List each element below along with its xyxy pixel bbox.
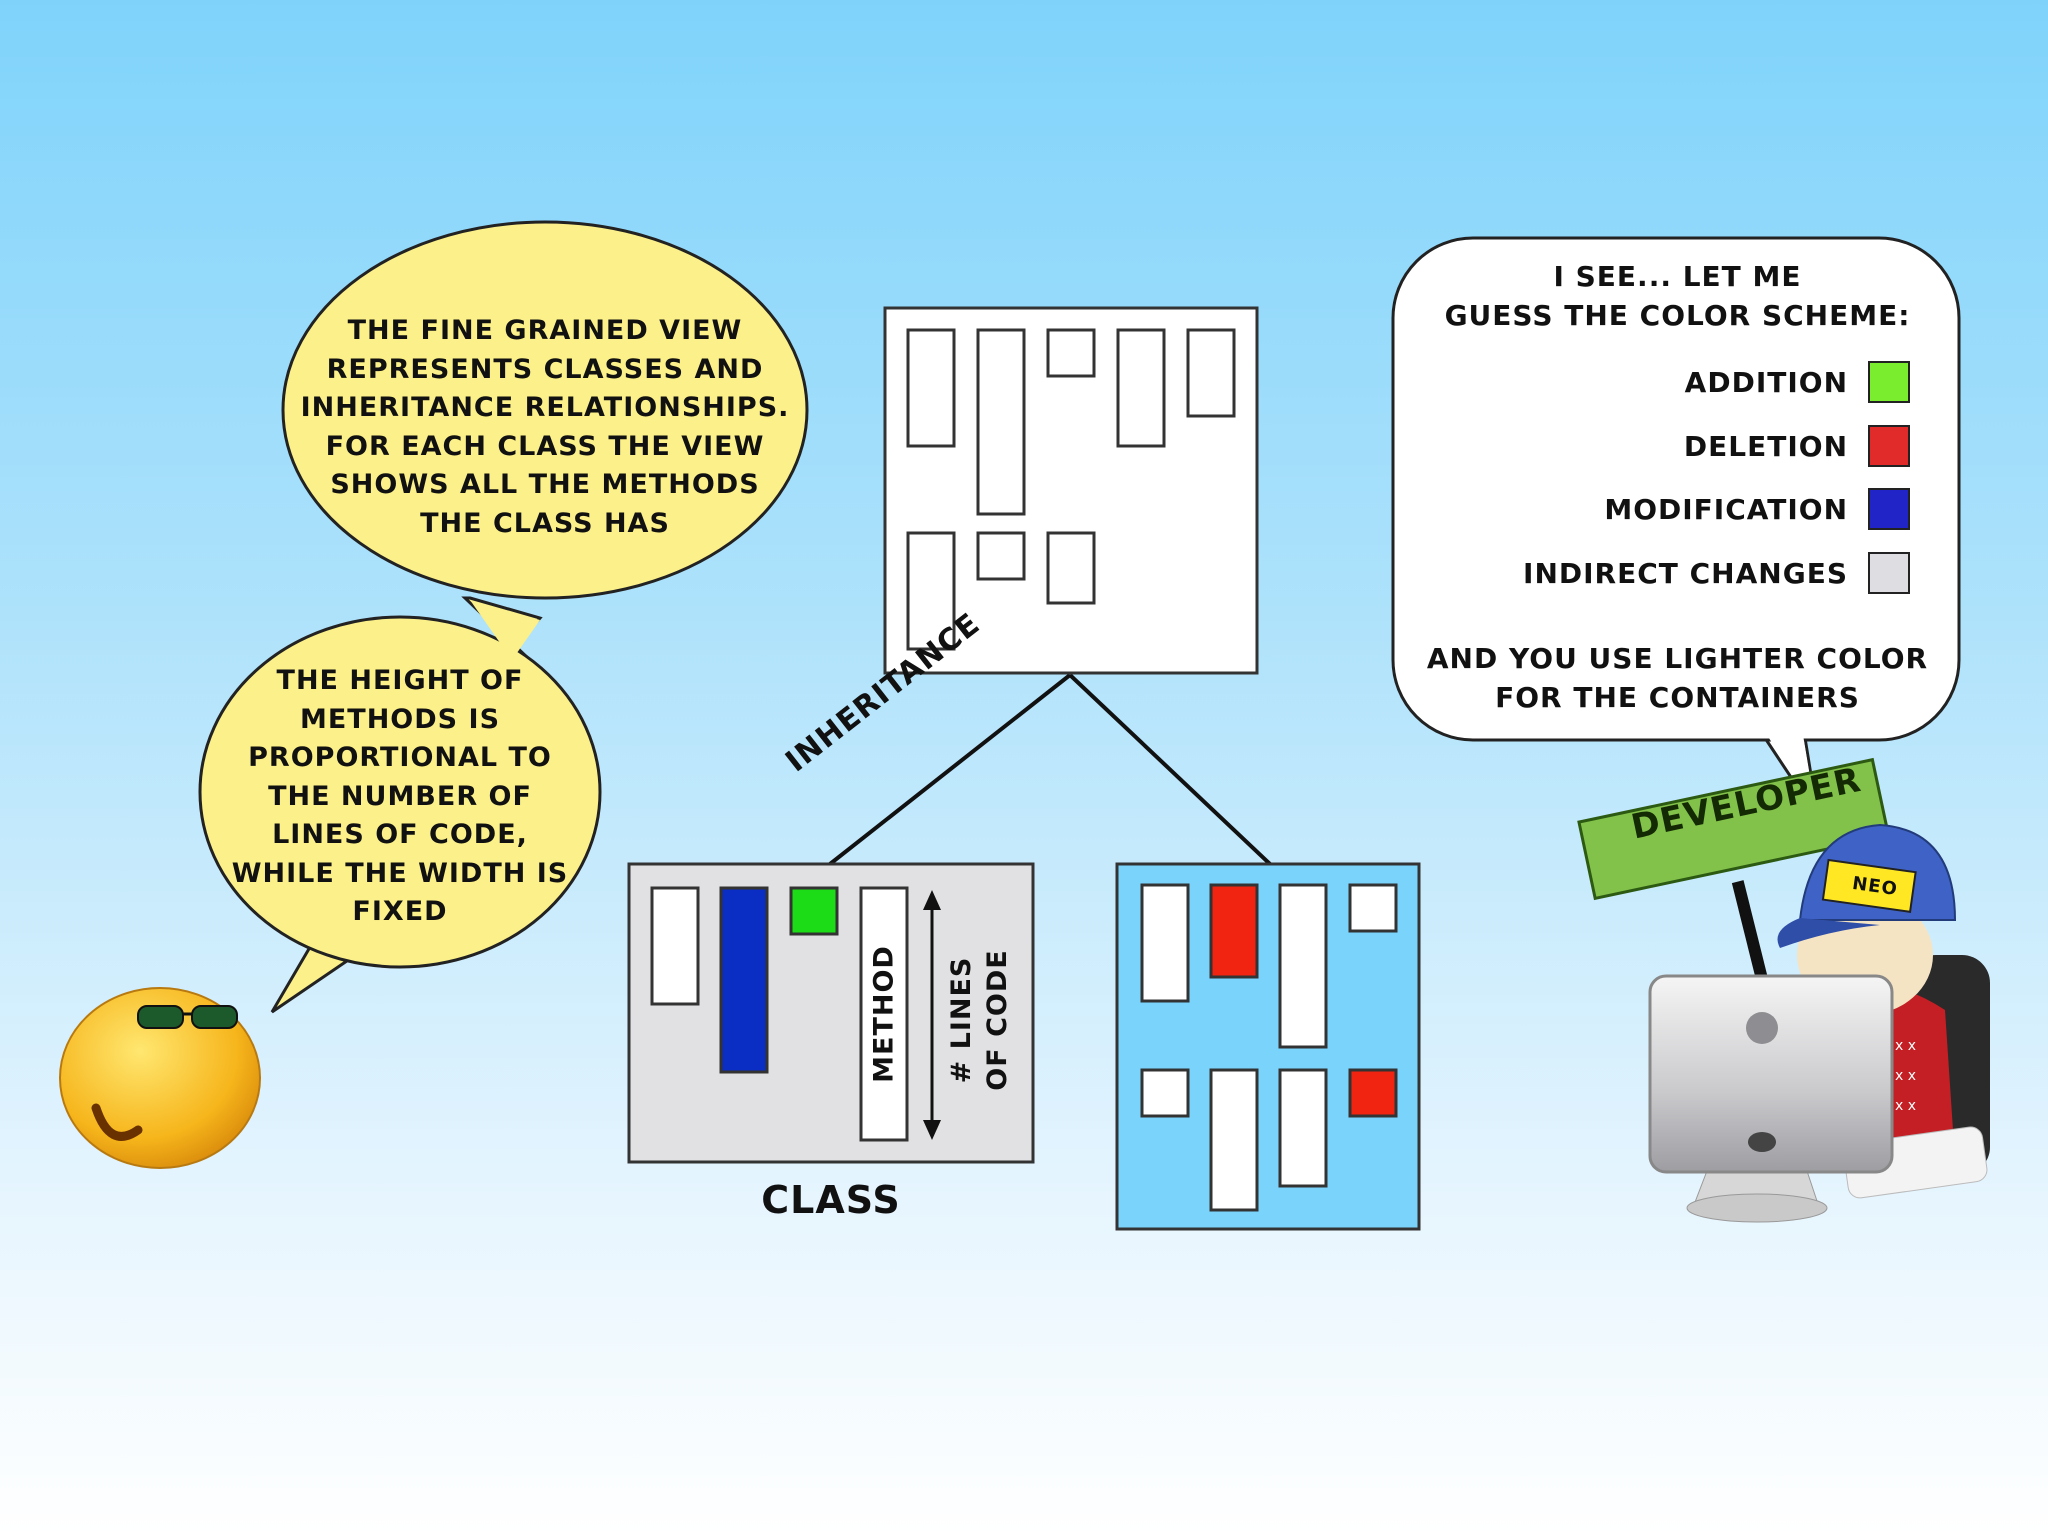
legend-label: Deletion — [1683, 429, 1848, 463]
bubble-line: proportional to — [248, 742, 552, 773]
method-box — [906, 531, 956, 651]
method-box — [1186, 328, 1236, 418]
bubble-line: while the width is — [231, 857, 569, 889]
legend-row-addition: Addition — [1510, 361, 1910, 403]
lines-of-code-line: of code — [982, 949, 1013, 1091]
inheritance-line-right — [1068, 673, 1272, 866]
bubble-line: For each class the view — [325, 430, 765, 462]
class-container-gray — [627, 862, 1035, 1164]
bubble-line: represents classes and — [326, 353, 764, 385]
bubble-line: The height of — [276, 665, 524, 696]
bubble-line: for the containers — [1495, 680, 1860, 714]
method-box-modified — [719, 886, 769, 1074]
method-box — [1348, 883, 1398, 933]
method-box — [1278, 883, 1328, 1049]
bubble-line: And you use lighter color — [1426, 642, 1929, 675]
legend-swatch-addition — [1868, 361, 1910, 403]
bubble-bottom-text: The height of methods is proportional to… — [220, 662, 580, 932]
bubble-right-footer: And you use lighter color for the contai… — [1400, 640, 1955, 717]
parent-class-container — [883, 306, 1259, 675]
lines-of-code-label: # lines of code — [944, 949, 1016, 1090]
legend-label: Addition — [1684, 365, 1848, 399]
bubble-line: inheritance relationships. — [300, 392, 790, 423]
bubble-line: shows all the methods — [330, 469, 760, 500]
method-box-example — [859, 886, 909, 1142]
inheritance-line-left — [828, 673, 1072, 866]
method-box-deleted — [1209, 883, 1259, 979]
legend-swatch-deletion — [1868, 425, 1910, 467]
svg-text:x x: x x — [1895, 1038, 1916, 1054]
legend-label: Modification — [1604, 492, 1848, 526]
svg-text:x x: x x — [1895, 1098, 1916, 1114]
bubble-line: the number of — [268, 780, 532, 812]
bubble-line: I see... let me — [1553, 260, 1802, 293]
method-box — [976, 531, 1026, 581]
method-box — [1140, 1068, 1190, 1118]
bubble-line: fixed — [352, 896, 448, 927]
speech-bubble-right — [1391, 236, 1961, 819]
method-box — [976, 328, 1026, 516]
class-label: Class — [761, 1178, 901, 1222]
bubble-line: lines of code, — [272, 819, 528, 850]
bubble-line: The fine grained view — [347, 315, 743, 346]
speech-bubble-bottom — [198, 600, 602, 1014]
smiley-icon — [59, 987, 261, 1169]
method-box — [906, 328, 956, 448]
method-box — [1046, 531, 1096, 605]
apple-logo-icon — [1746, 1012, 1778, 1044]
method-box — [1046, 328, 1096, 378]
legend-row-indirect: Indirect Changes — [1510, 552, 1910, 594]
svg-text:x x: x x — [1895, 1068, 1916, 1084]
bubble-right-heading: I see... let me guess the color scheme: — [1400, 258, 1955, 335]
legend-swatch-modification — [1868, 488, 1910, 530]
method-box-added — [789, 886, 839, 936]
developer-sign — [1577, 757, 1891, 901]
legend-row-modification: Modification — [1510, 488, 1910, 530]
method-label: Method — [868, 945, 900, 1083]
bubble-line: the class has — [420, 507, 670, 539]
method-box — [650, 886, 700, 1006]
developer-illustration: x x x x x x — [1577, 757, 1990, 1223]
bubble-top-text: The fine grained view represents classes… — [285, 312, 805, 543]
bubble-line: methods is — [299, 703, 501, 735]
method-box — [1209, 1068, 1259, 1212]
method-box — [1116, 328, 1166, 448]
legend-label: Indirect Changes — [1523, 556, 1848, 590]
class-container-blue — [1115, 862, 1421, 1231]
lines-of-code-line: # lines — [946, 956, 977, 1084]
legend-swatch-indirect — [1868, 552, 1910, 594]
method-box — [1278, 1068, 1328, 1188]
method-box — [1140, 883, 1190, 1003]
cap-badge — [1821, 858, 1917, 913]
legend-row-deletion: Deletion — [1510, 425, 1910, 467]
method-box-deleted — [1348, 1068, 1398, 1118]
bubble-line: guess the color scheme: — [1444, 298, 1911, 332]
